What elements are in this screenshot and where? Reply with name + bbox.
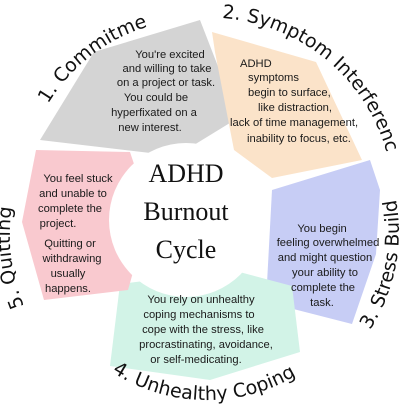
stress-line: complete the (291, 282, 355, 294)
coping-line: procrastinating, avoidance, (139, 339, 273, 351)
quitting-line: happens. (45, 283, 91, 295)
segment-stress-build-up (266, 160, 380, 324)
stress-line: and might question (278, 252, 373, 264)
coping-line: coping mechanisms to (143, 309, 254, 321)
symptom-line: inability to focus, etc. (247, 133, 351, 145)
stage-text-stress-build-up: You begin feeling overwhelmed and might … (277, 223, 380, 309)
segment-unhealthy-coping (110, 270, 300, 380)
coping-line: cope with the stress, like (142, 324, 264, 336)
quitting-line: complete the (38, 203, 102, 215)
commitment-line: new interest. (118, 122, 181, 134)
quitting-line: Quitting or (44, 238, 96, 250)
symptom-line: lack of time management, (230, 117, 358, 129)
quitting-line: project. (40, 218, 77, 230)
quitting-line: withdrawing (41, 253, 101, 265)
coping-line: or self-medicating. (150, 354, 241, 366)
commitment-line: hyperfixated on a (111, 107, 198, 119)
commitment-line: and willing to take (123, 63, 212, 75)
stress-line: You begin (297, 223, 346, 235)
quitting-line: You feel stuck (43, 173, 113, 185)
stage-text-unhealthy-coping: You rely on unhealthy coping mechanisms … (139, 294, 273, 366)
center-title-line-2: Burnout (143, 197, 229, 226)
stage-text-quitting: You feel stuck and unable to complete th… (38, 173, 113, 295)
segment-commitment (40, 20, 238, 156)
stage-text-symptom-interference: ADHD symptoms begin to surface, like dis… (230, 58, 358, 145)
center-title-line-3: Cycle (156, 235, 217, 264)
symptom-line: like distraction, (258, 102, 332, 114)
symptom-line: symptoms (248, 72, 299, 84)
commitment-line: on a project or task. (117, 77, 215, 89)
symptom-line: ADHD (240, 58, 272, 70)
commitment-line: You're excited (135, 49, 205, 61)
coping-line: You rely on unhealthy (147, 294, 255, 306)
stage-text-commitment: You're excited and willing to take on a … (111, 49, 215, 134)
stress-line: your ability to (292, 267, 358, 279)
quitting-line: and unable to (39, 188, 107, 200)
center-title-line-1: ADHD (148, 159, 223, 188)
commitment-line: You could be (124, 92, 188, 104)
center-circle (109, 143, 263, 297)
stress-line: feeling overwhelmed (277, 237, 380, 249)
segment-symptom-interference (212, 32, 362, 178)
symptom-line: begin to surface, (248, 87, 331, 99)
quitting-line: usually (51, 268, 86, 280)
stress-line: task. (310, 297, 334, 309)
